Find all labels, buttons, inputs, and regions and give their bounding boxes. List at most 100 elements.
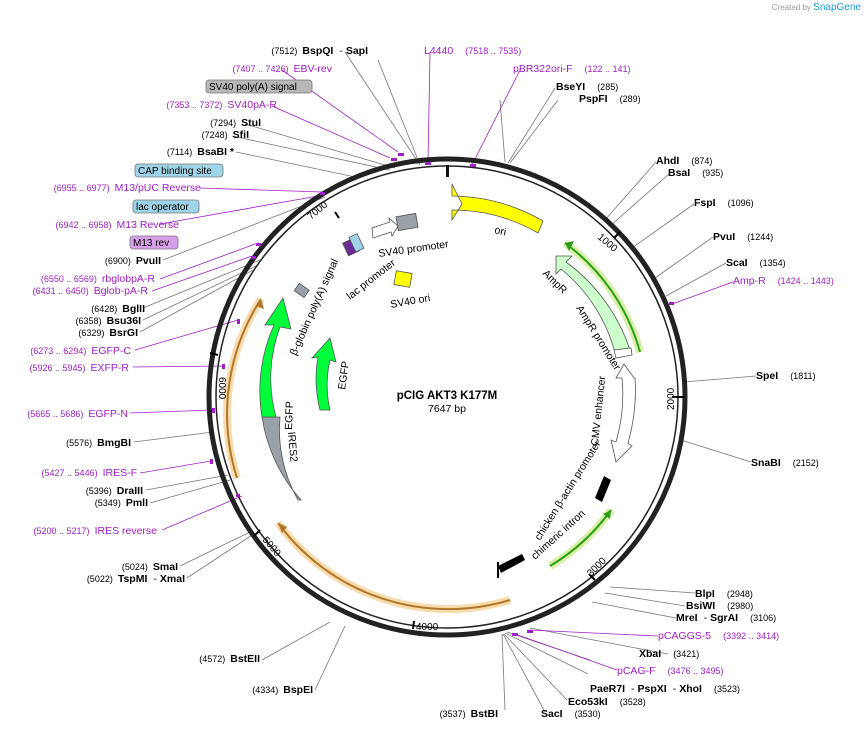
sv40-promoter-box [395, 212, 419, 232]
bstbi-pos: (3537) [440, 709, 466, 719]
lac-operator-box-label: lac operator [136, 202, 189, 213]
paer7i-sep2: - [673, 683, 677, 695]
primer-mark [222, 364, 225, 369]
sv40pa-name: SV40pA-R [227, 99, 277, 111]
leader-lines [133, 51, 757, 713]
bspei-name: BspEI [283, 684, 313, 696]
eco53ki-pos: (3528) [620, 697, 646, 707]
primer-mark [210, 459, 213, 464]
bsrgi-name: BsrGI [109, 327, 138, 339]
ampr-outer-arrowhead [565, 241, 574, 251]
bsabi-name: BsaBI * [197, 146, 235, 158]
svg-text:(6358)Bsu36I: (6358)Bsu36I [76, 315, 142, 327]
cap-box [134, 163, 224, 178]
m13rev-name: M13 Reverse [117, 219, 180, 231]
m13-rev-box-label: M13 rev [133, 238, 169, 249]
cap-box-label: CAP binding site [138, 166, 212, 177]
bmgbi-pos: (5576) [66, 438, 92, 448]
primer-mark [212, 408, 215, 413]
draiii-name: DraIII [117, 485, 143, 497]
primer-mark [391, 158, 397, 161]
lac-promoter-arrow [371, 216, 399, 239]
svg-text:BseYI(285): BseYI (285) [556, 81, 618, 93]
paer7i-pos: (3523) [714, 684, 740, 694]
bglob-name: Bglob-pA-R [94, 285, 149, 297]
pcaggs-pos: (3392 .. 3414) [723, 631, 779, 641]
paer7i-name: PaeR7I [590, 683, 625, 695]
sfii-pos: (7248) [202, 130, 228, 140]
feature-sv40-promoter-label: SV40 promoter [378, 238, 450, 260]
svg-text:(6955 .. 6977)M13/pUC Reverse: (6955 .. 6977)M13/pUC Reverse [54, 182, 202, 194]
svg-text:BsiWI(2980): BsiWI(2980) [686, 600, 753, 612]
sgrai-name: SgrAI [710, 612, 738, 624]
mrei-name: MreI [676, 612, 698, 624]
cmv-enhancer-arrow [610, 363, 636, 463]
svg-text:(7114)BsaBI *: (7114)BsaBI * [167, 146, 235, 158]
ires2-arrow [261, 416, 302, 501]
primer-mark [398, 153, 404, 156]
pvuii-pos: (6900) [105, 256, 131, 266]
primer-mark [236, 494, 240, 497]
tick-2000: 2000 [666, 387, 677, 410]
bspqi-name: BspQI [302, 45, 333, 57]
egfpn-name: EGFP-N [88, 408, 128, 420]
intron-block [498, 554, 525, 573]
ebv-pos: (7407 .. 7426) [232, 64, 288, 74]
sv40-ori-box [393, 270, 413, 288]
l4440-pos: (7518 .. 7535) [465, 46, 521, 56]
svg-text:(6431 .. 6450)Bglob-pA-R: (6431 .. 6450) Bglob-pA-R [33, 285, 149, 297]
snapgene-credit: Created by SnapGene [772, 2, 861, 13]
egfp-outer-arrow [259, 297, 292, 418]
bseyi-pos: (285) [597, 82, 618, 92]
backbone-markers [210, 153, 674, 636]
egfpc-name: EGFP-C [91, 345, 131, 357]
lac-operator-mark [348, 233, 365, 253]
iresf-pos: (5427 .. 5446) [42, 468, 98, 478]
svg-text:L4440(7518 .. 7535): L4440 (7518 .. 7535) [424, 45, 521, 57]
mrei-pos: (3106) [750, 613, 776, 623]
bspqi-sep: - [339, 45, 343, 57]
primer-mark [256, 243, 261, 246]
fspi-pos: (1096) [728, 198, 754, 208]
egfpc-pos: (6273 .. 6294) [30, 346, 86, 356]
saci-name: SacI [541, 708, 563, 720]
spei-pos: (1811) [790, 371, 815, 381]
ires-outer-arc [277, 522, 511, 611]
svg-text:PvuI(1244): PvuI(1244) [713, 231, 773, 243]
lac-operator-box [132, 199, 200, 214]
svg-text:XbaI(3421): XbaI(3421) [639, 648, 699, 660]
m13-rev-box [129, 235, 179, 250]
bmgbi-name: BmgBI [97, 437, 131, 449]
svg-text:PspFI(289): PspFI(289) [579, 93, 641, 105]
pvui-name: PvuI [713, 231, 735, 243]
l4440-name: L4440 [424, 45, 453, 57]
svg-text:(7512)BspQI-SapI: (7512)BspQI-SapI [271, 45, 368, 57]
bsteii-pos: (4572) [199, 654, 225, 664]
snapgene-logo-text: SnapGene [813, 2, 861, 13]
svg-text:(7407 .. 7426)EBV-rev: (7407 .. 7426)EBV-rev [232, 63, 332, 75]
bsiwi-pos: (2980) [727, 601, 753, 611]
paer7i-sep: - [631, 683, 635, 695]
feature-cmv-label: CMV enhancer [589, 375, 608, 446]
pbr-name: pBR322ori-F [513, 63, 573, 75]
stui-pos: (7294) [210, 118, 236, 128]
intron-outer-arrowhead [603, 510, 611, 519]
bstbi-name: BstBI [471, 708, 499, 720]
svg-text:pBR322ori-F(122 .. 141): pBR322ori-F(122 .. 141) [513, 63, 631, 75]
bglobin-polya-box [293, 282, 310, 299]
feature-ori-label: ori [493, 224, 507, 238]
scai-pos: (1354) [760, 258, 786, 268]
svg-text:MreI-SgrAI(3106): MreI-SgrAI(3106) [676, 612, 776, 624]
egfp-inner-arrow [310, 337, 337, 411]
feature-lac-promoter-label: lac promoter [344, 257, 398, 303]
ampr-promoter-box [613, 347, 633, 359]
svg-text:Amp-R(1424 .. 1443): Amp-R(1424 .. 1443) [733, 275, 834, 287]
bglob-pos: (6431 .. 6450) [33, 286, 89, 296]
pmli-pos: (5349) [95, 498, 121, 508]
svg-text:SacI(3530): SacI(3530) [541, 708, 601, 720]
bseyi-name: BseYI [556, 81, 585, 93]
sv40-polya-box-label: SV40 poly(A) signal [209, 82, 297, 93]
bsu36i-name: Bsu36I [107, 315, 142, 327]
bsteii-name: BstEII [230, 653, 260, 665]
